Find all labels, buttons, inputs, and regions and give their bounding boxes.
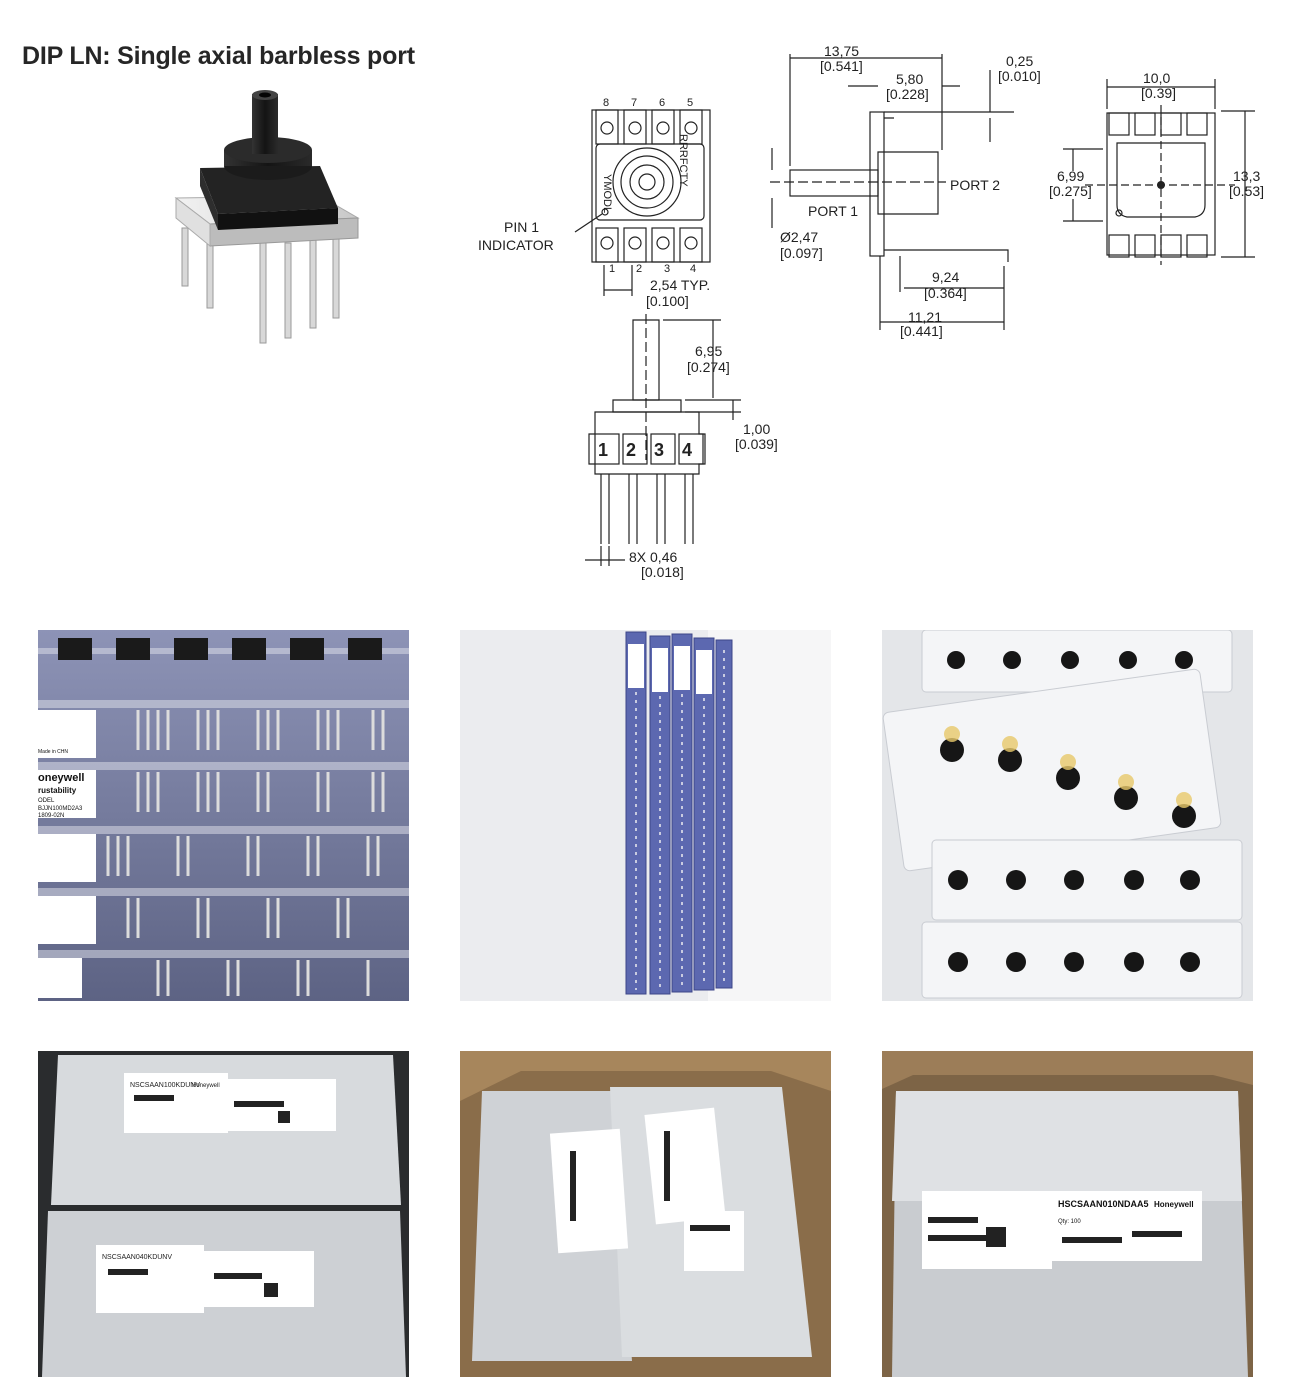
pin-label-8: 8 [603, 97, 609, 109]
body-dimension-inch: [0.364] [924, 285, 967, 301]
pin1-indicator-label: INDICATOR [478, 237, 554, 253]
tray-label-part: BJJN100MD2A3 [38, 806, 83, 812]
thickness-dimension: 0,25 [1006, 53, 1033, 69]
tray-label-lot: 1809-02N [38, 813, 64, 819]
sensor-product-image [174, 90, 360, 344]
pin-label-7: 7 [631, 97, 637, 109]
pin-label-2: 2 [636, 263, 642, 275]
length-dimension-inch: [0.541] [820, 58, 863, 74]
pin1-label: PIN 1 [504, 219, 539, 235]
thickness-dimension-inch: [0.010] [998, 68, 1041, 84]
bag-label-brand-1: Honeywell [192, 1083, 220, 1089]
front-view-drawing: 1 2 3 4 6,95 [0.274] 1,00 [0.039] 8X 0,4… [585, 314, 778, 580]
photo-foil-bags: NSCSAAN100KDUNV Honeywell NSCSAAN040KDUN… [38, 1051, 409, 1377]
tray-label-model: ODEL [38, 798, 55, 804]
width-dimension: 10,0 [1143, 70, 1170, 86]
svg-text:RRRFCTY: RRRFCTY [677, 134, 689, 187]
height-dimension-inch: [0.53] [1229, 183, 1264, 199]
front-pin-2: 2 [626, 440, 636, 460]
bag-label-part-1: NSCSAAN100KDUNV [130, 1082, 200, 1089]
port-height-dimension-inch: [0.274] [687, 359, 730, 375]
bag-label-part-2: NSCSAAN040KDUNV [102, 1254, 172, 1261]
svg-text:YMODL: YMODL [601, 174, 613, 213]
body-dimension: 9,24 [932, 269, 959, 285]
length-dimension: 13,75 [824, 43, 859, 59]
side-view-drawing: 13,75 [0.541] 5,80 [0.228] 0,25 [0.010] … [770, 43, 1041, 339]
port-2-label: PORT 2 [950, 177, 1000, 193]
photo-bags-in-box [460, 1051, 831, 1377]
pin-label-3: 3 [664, 263, 670, 275]
overall-dimension: 11,21 [908, 309, 942, 325]
lead-dimension: 8X 0,46 [629, 549, 677, 565]
front-pin-4: 4 [682, 440, 692, 460]
port-1-label: PORT 1 [808, 203, 858, 219]
port-height-dimension: 6,95 [695, 343, 722, 359]
flange-dimension: 5,80 [896, 71, 923, 87]
pin-label-6: 6 [659, 97, 665, 109]
pin-label-5: 5 [687, 97, 693, 109]
bag-label-part-3: HSCSAAN010NDAA5 [1058, 1199, 1149, 1209]
width-dimension-inch: [0.39] [1141, 85, 1176, 101]
page-title: DIP LN: Single axial barbless port [22, 42, 415, 70]
tray-label-origin: Made in CHN [38, 749, 68, 755]
bag-label-brand-3: Honeywell [1154, 1200, 1194, 1209]
center-dimension: 6,99 [1057, 168, 1084, 184]
pitch-dimension-inch: [0.100] [646, 293, 689, 309]
photo-bag-closeup: HSCSAAN010NDAA5 Honeywell Qty: 100 [882, 1051, 1253, 1377]
height-dimension: 13,3 [1233, 168, 1260, 184]
pin-label-1: 1 [609, 263, 615, 275]
diameter-dimension: Ø2,47 [780, 229, 818, 245]
diameter-dimension-inch: [0.097] [780, 245, 823, 261]
front-pin-1: 1 [598, 440, 608, 460]
lead-dimension-inch: [0.018] [641, 564, 684, 580]
photo-tray-rows: oneywell rustability ODEL BJJN100MD2A3 1… [38, 630, 409, 1001]
flange-dimension-inch: [0.228] [886, 86, 929, 102]
front-pin-3: 3 [654, 440, 664, 460]
overall-dimension-inch: [0.441] [900, 323, 943, 339]
photo-tubes [460, 630, 831, 1001]
pin-label-4: 4 [690, 263, 696, 275]
step-dimension: 1,00 [743, 421, 770, 437]
photo-blister-packs [882, 630, 1253, 1001]
tray-label-slogan: rustability [38, 786, 77, 795]
center-dimension-inch: [0.275] [1049, 183, 1092, 199]
pitch-dimension: 2,54 TYP. [650, 277, 710, 293]
end-view-drawing: 10,0 [0.39] 13,3 [0.53] 6,99 [0.275] [1049, 70, 1264, 265]
bag-label-qty: Qty: 100 [1058, 1219, 1081, 1225]
tray-label-brand: oneywell [38, 772, 84, 784]
top-view-drawing: RRRFCTY YMODL 8 7 6 5 1 2 3 4 PIN 1 INDI… [478, 97, 711, 309]
step-dimension-inch: [0.039] [735, 436, 778, 452]
